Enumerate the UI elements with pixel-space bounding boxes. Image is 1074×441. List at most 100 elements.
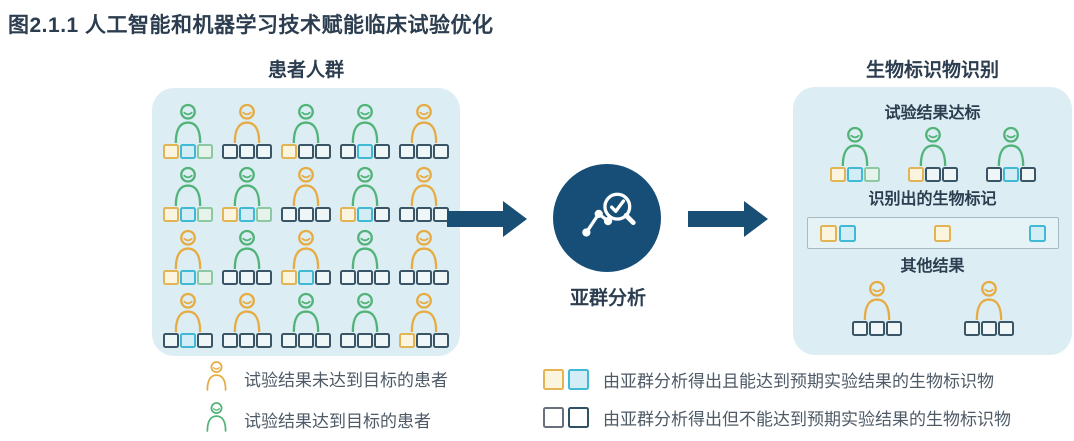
biomarker-squares-row	[399, 333, 450, 348]
patient-green	[336, 222, 395, 285]
biomarker-square-cyan	[238, 207, 255, 222]
biomarker-squares-row	[162, 333, 213, 348]
legend-row: 由亚群分析得出且能达到预期实验结果的生物标识物	[543, 367, 1011, 392]
patient-green	[336, 159, 395, 222]
biomarker-square-dark	[297, 333, 314, 348]
biomarker-square-dark	[314, 333, 331, 348]
biomarker-square-dark	[433, 270, 450, 285]
biomarker-identification-heading: 生物标识物识别	[865, 60, 999, 81]
biomarker-square-dark	[963, 321, 980, 336]
patient-orange	[217, 96, 276, 159]
orange-person-icon	[411, 292, 438, 332]
biomarker-square-dark	[297, 144, 314, 159]
biomarker-square-dark	[196, 333, 213, 348]
orange-person-icon	[292, 229, 320, 269]
right-arrow-icon	[447, 201, 527, 237]
biomarker-square-dark	[314, 270, 331, 285]
biomarker-square-dark	[357, 270, 374, 285]
biomarker-square-cyan	[179, 207, 196, 222]
patient-green	[276, 285, 335, 348]
biomarker-squares-row	[963, 321, 1014, 336]
patient-orange	[276, 222, 335, 285]
biomarker-squares-row	[985, 167, 1036, 182]
biomarker-square-cyan	[1028, 224, 1046, 242]
green-person-icon	[997, 126, 1024, 166]
patient-orange	[963, 280, 1014, 336]
legend-label: 试验结果达到目标的患者	[244, 411, 431, 431]
biomarker-square-yellow	[280, 144, 297, 159]
biomarker-square-dark	[433, 144, 450, 159]
biomarker-squares-row	[221, 333, 272, 348]
biomarker-square-dark	[314, 207, 331, 222]
patient-green	[907, 126, 958, 182]
biomarker-square-dark	[851, 321, 868, 336]
patient-orange	[276, 159, 335, 222]
patient-orange	[217, 285, 276, 348]
biomarker-square-dark	[280, 207, 297, 222]
biomarker-square-yellow	[399, 333, 416, 348]
legend-row: 试验结果未达到目标的患者	[203, 360, 448, 396]
biomarker-squares-row	[221, 207, 272, 222]
bad-biomarker-squares-icon	[543, 407, 589, 428]
legend-row: 由亚群分析得出但不能达到预期实验结果的生物标识物	[543, 405, 1011, 430]
biomarker-square-dark	[255, 144, 272, 159]
biomarker-squares-row	[399, 207, 450, 222]
biomarker-square-cyan	[297, 270, 314, 285]
figure-title: 图2.1.1 人工智能和机器学习技术赋能临床试验优化	[8, 14, 494, 37]
biomarker-square-dark	[280, 333, 297, 348]
biomarker-squares-row	[340, 144, 391, 159]
orange-person-icon	[411, 103, 438, 143]
patient-green	[158, 159, 217, 222]
biomarker-square-cyan	[357, 207, 374, 222]
orange-person-icon	[174, 292, 201, 332]
biomarker-square-dark	[924, 167, 941, 182]
biomarker-square-dark	[416, 207, 433, 222]
green-person-icon	[919, 126, 946, 166]
legend-label: 由亚群分析得出且能达到预期实验结果的生物标识物	[603, 372, 994, 391]
biomarker-square-yellow	[221, 207, 238, 222]
biomarker-square-cyan	[568, 369, 589, 390]
patient-orange	[395, 285, 454, 348]
other-patients-row	[851, 280, 1014, 336]
biomarker-square-dark	[314, 144, 331, 159]
biomarker-square-dark	[399, 207, 416, 222]
biomarker-squares-row	[221, 144, 272, 159]
green-person-icon	[203, 401, 230, 437]
biomarker-square-cyan	[838, 224, 856, 242]
patient-green	[829, 126, 880, 182]
biomarker-square-dark	[374, 144, 391, 159]
orange-person-icon	[233, 292, 261, 332]
biomarker-square-dark	[297, 207, 314, 222]
green-person-icon	[206, 402, 227, 432]
legend-label: 由亚群分析得出但不能达到预期实验结果的生物标识物	[603, 410, 1011, 429]
biomarker-squares-row	[162, 270, 213, 285]
orange-person-icon	[411, 166, 438, 206]
biomarker-squares-row	[280, 333, 331, 348]
biomarker-group	[933, 224, 951, 242]
biomarker-square-dark	[357, 333, 374, 348]
biomarker-square-gray	[543, 407, 564, 428]
biomarker-square-cyan	[1002, 167, 1019, 182]
biomarker-squares-row	[280, 270, 331, 285]
orange-person-icon	[863, 280, 890, 320]
biomarker-square-yellow	[162, 207, 179, 222]
patient-orange	[395, 159, 454, 222]
biomarker-squares-row	[162, 144, 213, 159]
biomarker-square-dark	[997, 321, 1014, 336]
biomarker-square-green	[196, 270, 213, 285]
biomarker-group	[1028, 224, 1046, 242]
green-person-icon	[292, 103, 320, 143]
patient-orange	[158, 285, 217, 348]
biomarker-square-dark	[433, 333, 450, 348]
orange-person-icon	[411, 229, 438, 269]
patient-legend: 试验结果未达到目标的患者 试验结果达到目标的患者	[203, 360, 448, 437]
legend-row: 试验结果达到目标的患者	[203, 401, 448, 437]
green-person-icon	[174, 166, 201, 206]
biomarker-square-cyan	[179, 270, 196, 285]
biomarker-square-dark	[221, 270, 238, 285]
biomarker-square-dark	[941, 167, 958, 182]
biomarker-squares-row	[280, 144, 331, 159]
patient-green	[336, 285, 395, 348]
biomarker-square-dark	[255, 333, 272, 348]
